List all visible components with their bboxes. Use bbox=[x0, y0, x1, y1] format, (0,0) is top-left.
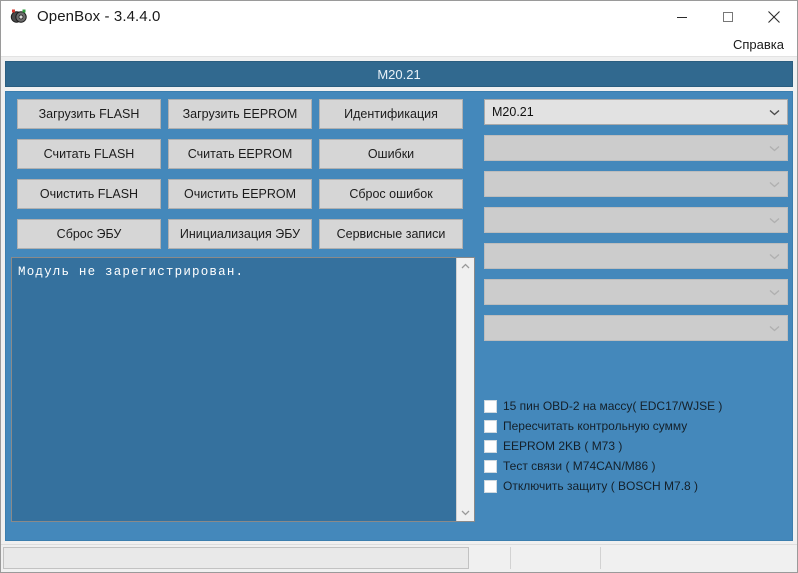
combo-box-7[interactable] bbox=[484, 315, 788, 341]
checkbox-recalc-checksum[interactable] bbox=[484, 419, 497, 433]
openbox-app-icon bbox=[10, 8, 28, 26]
init-ecu-button[interactable]: Инициализация ЭБУ bbox=[168, 219, 312, 249]
title-bar: OpenBox - 3.4.4.0 bbox=[1, 1, 797, 32]
clear-errors-button[interactable]: Сброс ошибок bbox=[319, 179, 463, 209]
client-area: M20.21 Загрузить FLASH Загрузить EEPROM … bbox=[1, 57, 797, 544]
erase-flash-button[interactable]: Очистить FLASH bbox=[17, 179, 161, 209]
log-text[interactable]: Модуль не зарегистрирован. bbox=[18, 265, 245, 279]
combo-box-3[interactable] bbox=[484, 171, 788, 197]
status-panel-1 bbox=[469, 547, 511, 569]
action-button-grid: Загрузить FLASH Загрузить EEPROM Идентиф… bbox=[17, 99, 463, 249]
menu-item-help[interactable]: Справка bbox=[733, 36, 784, 52]
combo-box-4[interactable] bbox=[484, 207, 788, 233]
chevron-down-icon bbox=[763, 217, 785, 224]
checkbox-eeprom-2kb[interactable] bbox=[484, 439, 497, 453]
checkbox-obd2-ground[interactable] bbox=[484, 399, 497, 413]
checkbox-label-obd2-ground: 15 пин OBD-2 на массу( EDC17/WJSE ) bbox=[503, 399, 723, 413]
checkbox-row-eeprom-2kb[interactable]: EEPROM 2KB ( M73 ) bbox=[484, 436, 788, 456]
status-panel-3 bbox=[601, 547, 795, 569]
checkbox-label-recalc-checksum: Пересчитать контрольную сумму bbox=[503, 419, 688, 433]
checkbox-row-connection-test[interactable]: Тест связи ( M74CAN/M86 ) bbox=[484, 456, 788, 476]
chevron-down-icon bbox=[763, 181, 785, 188]
read-flash-button[interactable]: Считать FLASH bbox=[17, 139, 161, 169]
scroll-up-arrow-icon[interactable] bbox=[457, 258, 474, 275]
checkbox-label-eeprom-2kb: EEPROM 2KB ( M73 ) bbox=[503, 439, 623, 453]
log-output-area: Модуль не зарегистрирован. bbox=[11, 257, 475, 522]
load-eeprom-button[interactable]: Загрузить EEPROM bbox=[168, 99, 312, 129]
load-flash-button[interactable]: Загрузить FLASH bbox=[17, 99, 161, 129]
combo-box-2[interactable] bbox=[484, 135, 788, 161]
model-header-bar: M20.21 bbox=[5, 61, 793, 87]
window-controls bbox=[659, 1, 797, 32]
main-panel: Загрузить FLASH Загрузить EEPROM Идентиф… bbox=[5, 91, 793, 541]
chevron-down-icon bbox=[763, 145, 785, 152]
minimize-icon[interactable] bbox=[659, 1, 705, 32]
reset-ecu-button[interactable]: Сброс ЭБУ bbox=[17, 219, 161, 249]
menu-bar: Справка bbox=[1, 32, 797, 57]
checkbox-connection-test[interactable] bbox=[484, 459, 497, 473]
close-icon[interactable] bbox=[751, 1, 797, 32]
scroll-track[interactable] bbox=[457, 275, 474, 504]
read-eeprom-button[interactable]: Считать EEPROM bbox=[168, 139, 312, 169]
option-checkbox-group: 15 пин OBD-2 на массу( EDC17/WJSE ) Пере… bbox=[484, 396, 788, 496]
window-title: OpenBox - 3.4.4.0 bbox=[37, 8, 161, 25]
checkbox-row-disable-protection[interactable]: Отключить защиту ( BOSCH M7.8 ) bbox=[484, 476, 788, 496]
combo-box-6[interactable] bbox=[484, 279, 788, 305]
combo-box-model[interactable]: M20.21 bbox=[484, 99, 788, 125]
chevron-down-icon bbox=[763, 325, 785, 332]
status-bar bbox=[1, 544, 797, 572]
title-bar-left: OpenBox - 3.4.4.0 bbox=[1, 8, 160, 26]
combo-box-column: M20.21 bbox=[484, 99, 788, 341]
combo-box-model-value: M20.21 bbox=[492, 105, 534, 119]
service-records-button[interactable]: Сервисные записи bbox=[319, 219, 463, 249]
scroll-down-arrow-icon[interactable] bbox=[457, 504, 474, 521]
chevron-down-icon bbox=[763, 109, 785, 116]
status-panel-2 bbox=[511, 547, 601, 569]
status-panel-main bbox=[3, 547, 469, 569]
checkbox-label-connection-test: Тест связи ( M74CAN/M86 ) bbox=[503, 459, 656, 473]
chevron-down-icon bbox=[763, 289, 785, 296]
checkbox-row-recalc-checksum[interactable]: Пересчитать контрольную сумму bbox=[484, 416, 788, 436]
log-vertical-scrollbar[interactable] bbox=[456, 258, 474, 521]
erase-eeprom-button[interactable]: Очистить EEPROM bbox=[168, 179, 312, 209]
combo-box-5[interactable] bbox=[484, 243, 788, 269]
chevron-down-icon bbox=[763, 253, 785, 260]
maximize-icon[interactable] bbox=[705, 1, 751, 32]
checkbox-disable-protection[interactable] bbox=[484, 479, 497, 493]
checkbox-row-obd2-ground[interactable]: 15 пин OBD-2 на массу( EDC17/WJSE ) bbox=[484, 396, 788, 416]
errors-button[interactable]: Ошибки bbox=[319, 139, 463, 169]
identification-button[interactable]: Идентификация bbox=[319, 99, 463, 129]
model-header-label: M20.21 bbox=[377, 66, 421, 82]
checkbox-label-disable-protection: Отключить защиту ( BOSCH M7.8 ) bbox=[503, 479, 699, 493]
